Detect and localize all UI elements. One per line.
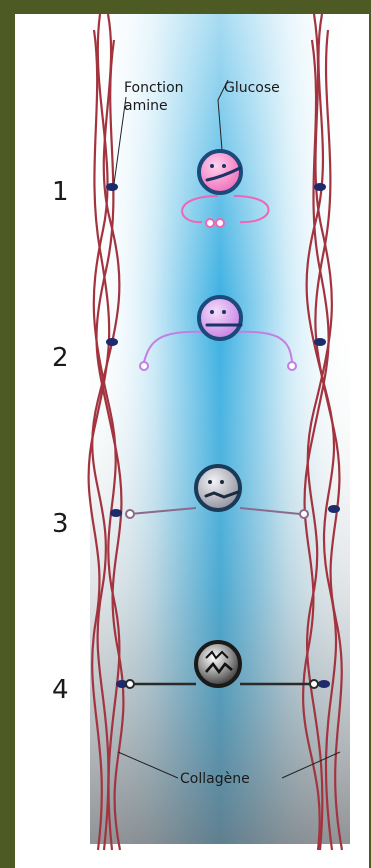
- label-collagene: Collagène: [180, 771, 250, 787]
- stage-number-2: 2: [52, 343, 69, 373]
- chain-end: [300, 510, 308, 518]
- diagram-canvas: Fonction amine Glucose 1 2 3 4: [15, 14, 369, 868]
- amine-dot-right: [314, 183, 326, 191]
- glycation-diagram: Fonction amine Glucose 1 2 3 4: [15, 14, 369, 868]
- amine-dot-left: [110, 509, 122, 517]
- chain-end: [216, 219, 224, 227]
- amine-dot-right: [318, 680, 330, 688]
- chain-end: [126, 510, 134, 518]
- svg-text:Fonction: Fonction: [124, 80, 184, 96]
- label-glucose: Glucose: [224, 80, 280, 96]
- amine-dot-right: [328, 505, 340, 513]
- chain-end: [126, 680, 134, 688]
- chain-end: [206, 219, 214, 227]
- glucose-icon: [196, 466, 240, 510]
- stage-number-3: 3: [52, 509, 69, 539]
- chain-end: [310, 680, 318, 688]
- stage-number-1: 1: [52, 177, 69, 207]
- glucose-icon: [196, 642, 240, 686]
- amine-dot-left: [106, 338, 118, 346]
- chain-end: [140, 362, 148, 370]
- chain-end: [288, 362, 296, 370]
- svg-text:amine: amine: [124, 98, 168, 114]
- stage-number-4: 4: [52, 675, 69, 705]
- glucose-icon: [199, 297, 241, 339]
- amine-dot-left: [106, 183, 118, 191]
- glucose-icon: [199, 151, 241, 193]
- amine-dot-right: [314, 338, 326, 346]
